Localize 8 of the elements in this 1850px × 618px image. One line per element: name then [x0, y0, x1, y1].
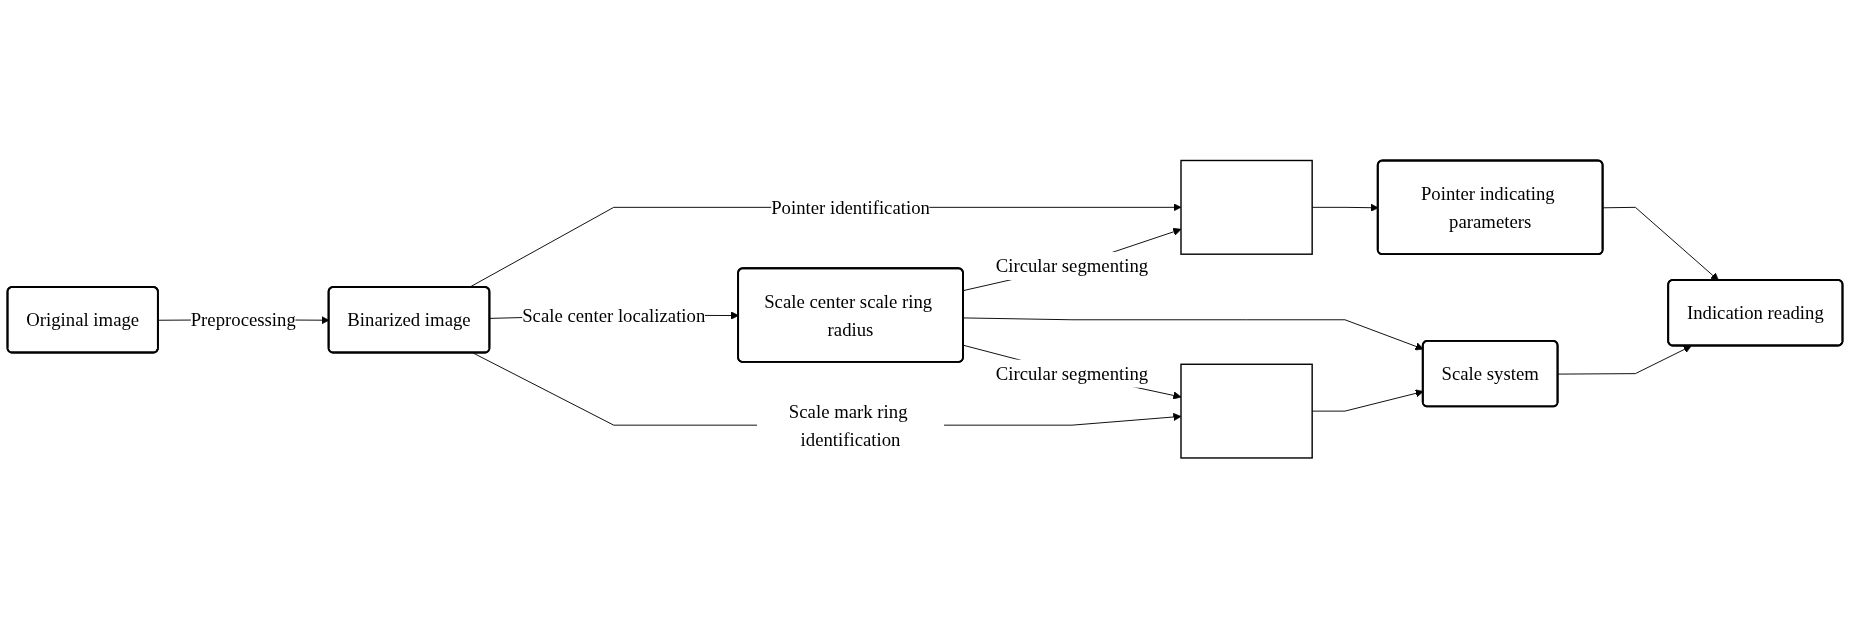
edge-label: Circular segmenting	[995, 255, 1149, 276]
node-box	[1180, 363, 1313, 459]
edge-label: Pointer identification	[771, 196, 930, 218]
edge-label: Circular segmenting	[995, 363, 1149, 384]
edge-label: Scale center localization	[522, 304, 706, 326]
edge-label: Scale mark ring identification	[788, 400, 908, 450]
node-box	[1180, 159, 1313, 255]
edge-label: Preprocessing	[190, 309, 296, 330]
